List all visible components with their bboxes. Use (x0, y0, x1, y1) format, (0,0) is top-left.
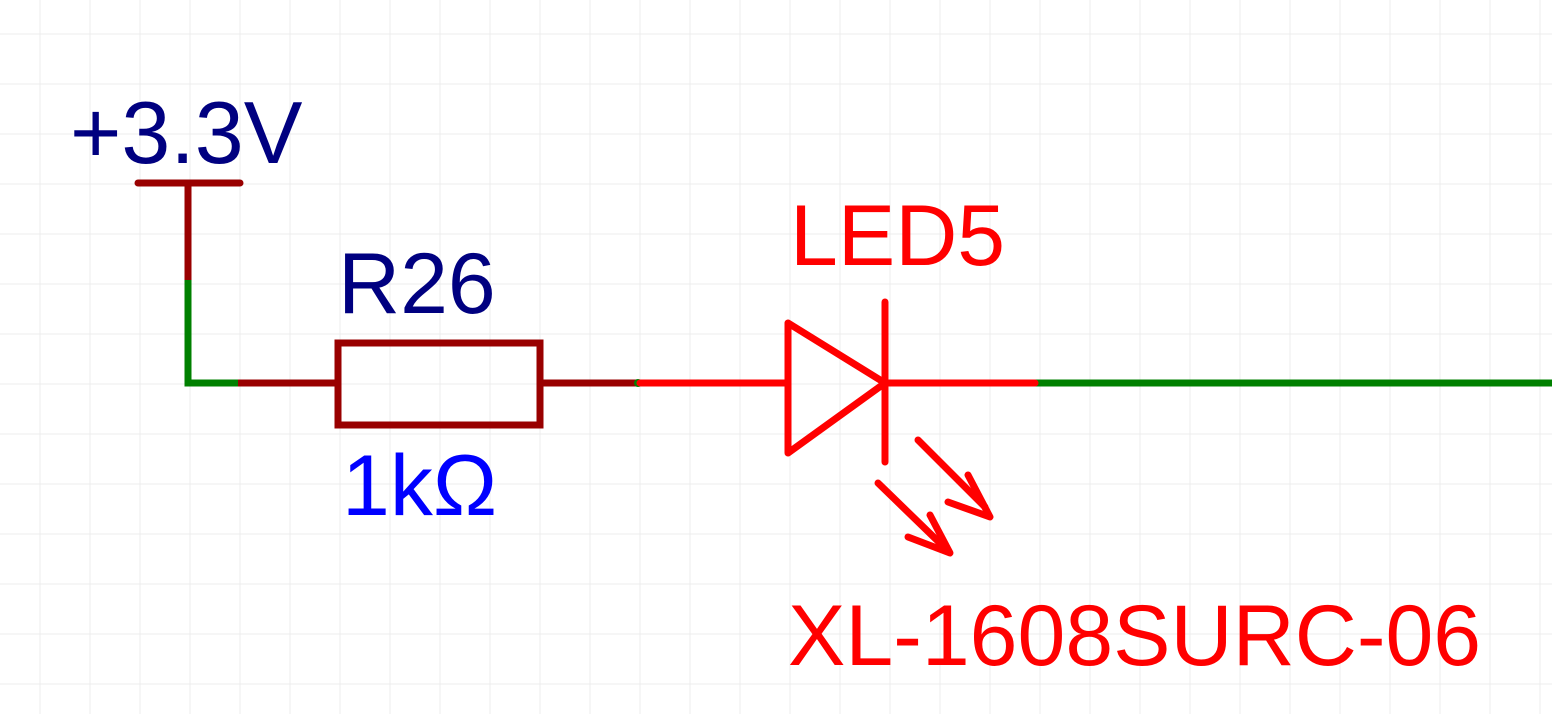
resistor-r26[interactable]: R26 1kΩ (238, 236, 638, 534)
led-designator: LED5 (790, 188, 1005, 284)
wire-net[interactable] (184, 280, 1552, 387)
resistor-value: 1kΩ (342, 438, 497, 534)
diode-symbol (784, 319, 889, 457)
power-port-3v3[interactable]: +3.3V (70, 83, 303, 280)
light-emission-arrows-icon (874, 436, 994, 557)
resistor-designator: R26 (338, 236, 496, 332)
led-part-number: XL-1608SURC-06 (788, 588, 1481, 684)
power-label: +3.3V (70, 83, 303, 182)
led-led5[interactable]: LED5 XL-1608SURC-06 (636, 188, 1481, 684)
